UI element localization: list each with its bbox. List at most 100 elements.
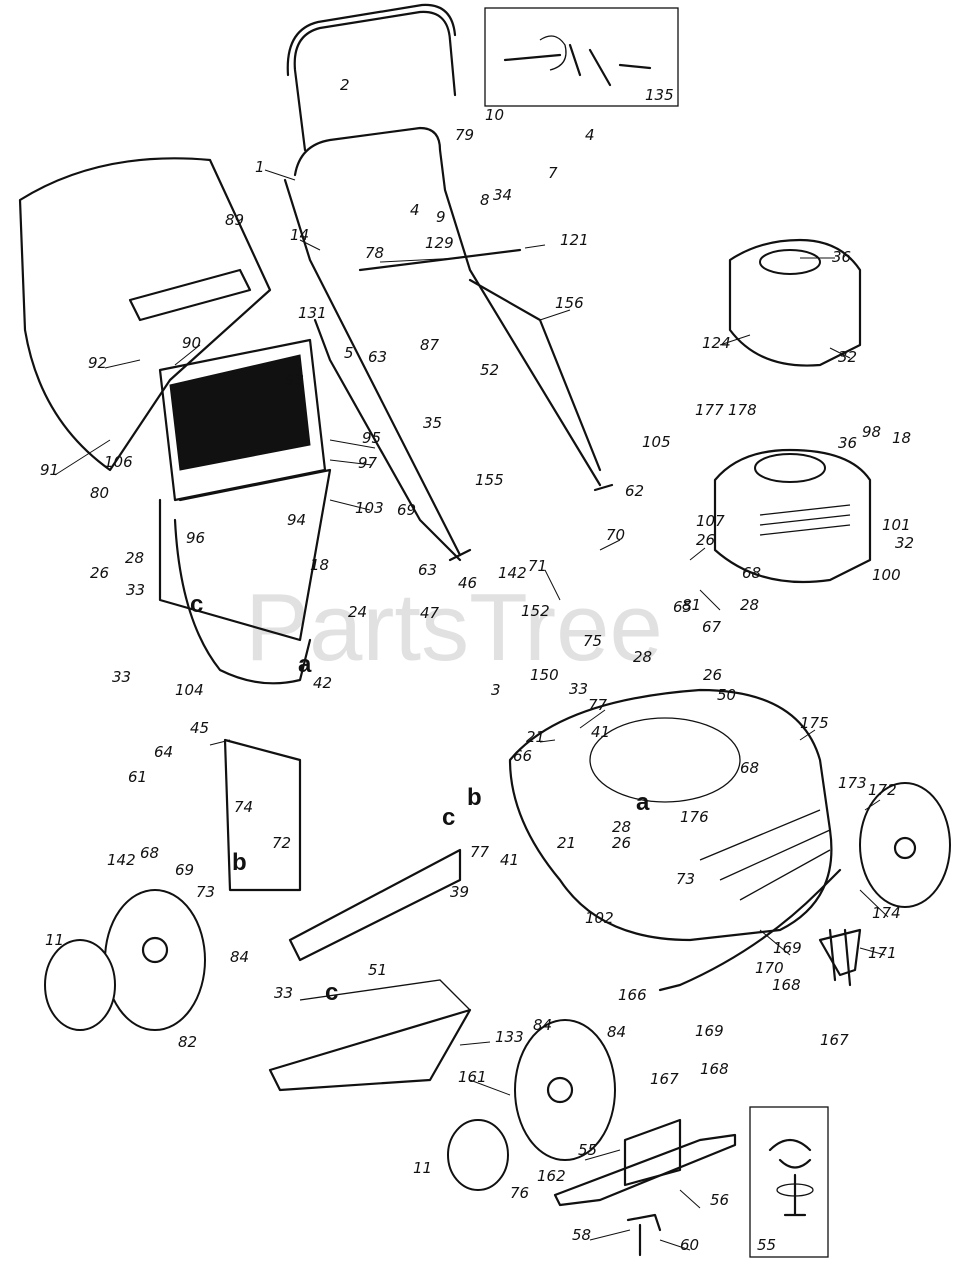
part-label: 177 [695, 401, 724, 419]
part-label: 84 [533, 1016, 552, 1034]
part-label: 129 [425, 234, 454, 252]
part-label: 8 [480, 191, 490, 209]
inset-box-bottom-right [749, 1106, 829, 1258]
part-label: 18 [310, 556, 329, 574]
part-label: 68 [740, 759, 759, 777]
part-label: 155 [475, 471, 504, 489]
part-label: 80 [90, 484, 109, 502]
part-label: 51 [368, 961, 387, 979]
part-label: 67 [702, 618, 722, 636]
wheel-bottom [514, 1019, 616, 1161]
part-label: 131 [298, 304, 327, 322]
watermark-text: PartsTree [245, 574, 663, 681]
part-label: 73 [196, 883, 215, 901]
part-label: 70 [606, 526, 625, 544]
part-label: 2 [340, 76, 350, 94]
part-label: 92 [88, 354, 107, 372]
part-label: 101 [882, 516, 911, 534]
wheel-right [859, 782, 951, 908]
part-label: 46 [458, 574, 477, 592]
part-label: 167 [820, 1031, 849, 1049]
part-label: 94 [287, 511, 306, 529]
part-label: 142 [498, 564, 527, 582]
height-adjuster [818, 928, 862, 987]
part-label: 133 [495, 1028, 524, 1046]
part-label: 97 [358, 454, 378, 472]
part-label: 63 [368, 348, 387, 366]
part-label: 11 [45, 931, 64, 949]
part-label: 104 [175, 681, 204, 699]
part-label: 55 [757, 1236, 776, 1254]
part-label: 28 [612, 818, 631, 836]
callout-a: a [298, 651, 312, 678]
part-label: 5 [344, 344, 354, 362]
mower-blade [553, 1118, 737, 1257]
part-label: 73 [676, 870, 695, 888]
part-label: 26 [612, 834, 631, 852]
part-label: 10 [485, 106, 504, 124]
part-label: 1 [255, 158, 265, 176]
part-label: 36 [832, 248, 851, 266]
part-label: 33 [274, 984, 293, 1002]
part-label: 68 [140, 844, 159, 862]
part-label: 74 [234, 798, 253, 816]
part-label: 41 [591, 723, 610, 741]
part-label: 100 [872, 566, 901, 584]
callout-letters: a a b b c c c [190, 591, 650, 1006]
part-label: 72 [272, 834, 291, 852]
part-label: 172 [868, 781, 897, 799]
part-label: 33 [569, 680, 588, 698]
part-label: 9 [436, 208, 446, 226]
mulch-plate [268, 979, 472, 1092]
part-label: 35 [423, 414, 442, 432]
part-label: 78 [365, 244, 384, 262]
part-label: 61 [128, 768, 147, 786]
part-label: 68 [742, 564, 761, 582]
part-label: 169 [773, 939, 802, 957]
leader-lines [54, 169, 889, 1251]
mower-deck [508, 688, 833, 942]
engine-upper [728, 238, 862, 367]
part-label: 142 [107, 851, 136, 869]
part-label: 18 [892, 429, 911, 447]
part-label: 135 [645, 86, 674, 104]
part-label: 82 [178, 1033, 197, 1051]
part-label: 107 [696, 512, 725, 530]
part-label: 3 [491, 681, 501, 699]
part-label: 45 [190, 719, 209, 737]
part-label: 171 [868, 944, 897, 962]
part-label: 103 [355, 499, 384, 517]
part-label: 24 [348, 603, 367, 621]
part-label: 152 [521, 602, 550, 620]
part-label: 4 [410, 201, 420, 219]
part-label: 79 [455, 126, 474, 144]
engine-lower [713, 448, 872, 584]
part-label: 33 [126, 581, 145, 599]
part-label: 173 [838, 774, 867, 792]
part-label: 52 [480, 361, 499, 379]
part-label: 77 [470, 843, 490, 861]
part-label: 84 [607, 1023, 626, 1041]
inset-box-top-right [484, 7, 679, 107]
bag-frame [158, 338, 332, 642]
part-label: 14 [290, 226, 309, 244]
callout-b: b [232, 849, 247, 876]
part-label: 41 [500, 851, 519, 869]
part-label: 162 [537, 1167, 566, 1185]
upper-handle [286, 3, 457, 152]
part-label: 87 [420, 336, 440, 354]
discharge-chute [223, 738, 462, 962]
part-label: 81 [682, 596, 701, 614]
part-label: 60 [680, 1236, 699, 1254]
part-label: 32 [895, 534, 914, 552]
part-number-labels: 2 135 1 10 79 4 7 8 34 4 9 129 14 78 121… [40, 76, 914, 1254]
part-label: 11 [413, 1159, 432, 1177]
part-label: 26 [90, 564, 109, 582]
part-label: 175 [800, 714, 829, 732]
part-label: 71 [528, 557, 547, 575]
part-label: 105 [642, 433, 671, 451]
part-label: 106 [104, 453, 133, 471]
part-label: 65 [673, 598, 692, 616]
part-label: 77 [588, 696, 608, 714]
